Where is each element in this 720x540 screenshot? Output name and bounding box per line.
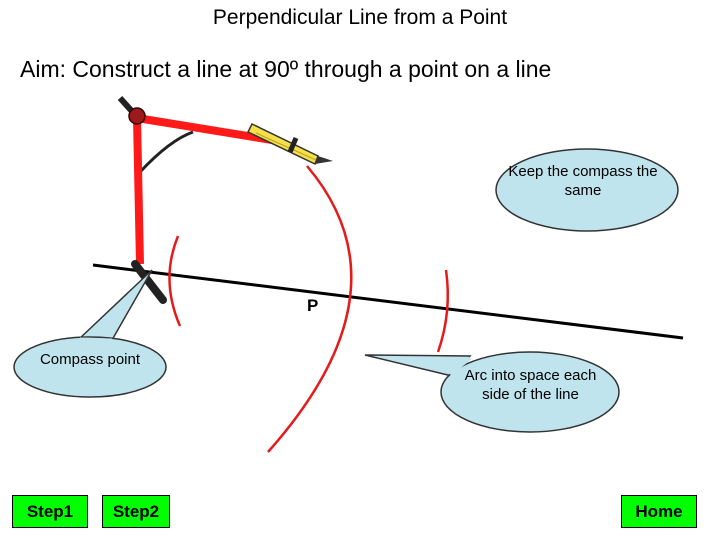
compass-leg-right <box>136 114 273 144</box>
home-button[interactable]: Home <box>621 495 697 528</box>
arc-large <box>267 165 353 453</box>
compass-hinge <box>128 107 146 125</box>
point-p-label: P <box>307 296 319 315</box>
callout-arc <box>364 351 620 433</box>
compass-hinge-arc <box>138 130 194 174</box>
step2-button[interactable]: Step2 <box>102 495 170 528</box>
callout-keep-text: Keep the compass the same <box>508 163 658 199</box>
arc-right <box>436 269 450 353</box>
compass-needle <box>131 260 167 304</box>
compass-leg-left <box>133 117 144 265</box>
base-line <box>92 263 684 340</box>
callout-keep <box>495 148 679 232</box>
callout-compass-text: Compass point <box>39 351 141 368</box>
slide-title: Perpendicular Line from a Point <box>212 6 508 29</box>
compass <box>117 95 333 304</box>
callout-arc-text: Arc into space each side of the line <box>464 367 597 403</box>
callout-compass-point <box>13 269 167 398</box>
pencil <box>246 123 333 166</box>
step1-button[interactable]: Step1 <box>12 495 88 528</box>
aim-text: Aim: Construct a line at 90º through a p… <box>20 56 552 82</box>
arc-left <box>168 235 182 327</box>
